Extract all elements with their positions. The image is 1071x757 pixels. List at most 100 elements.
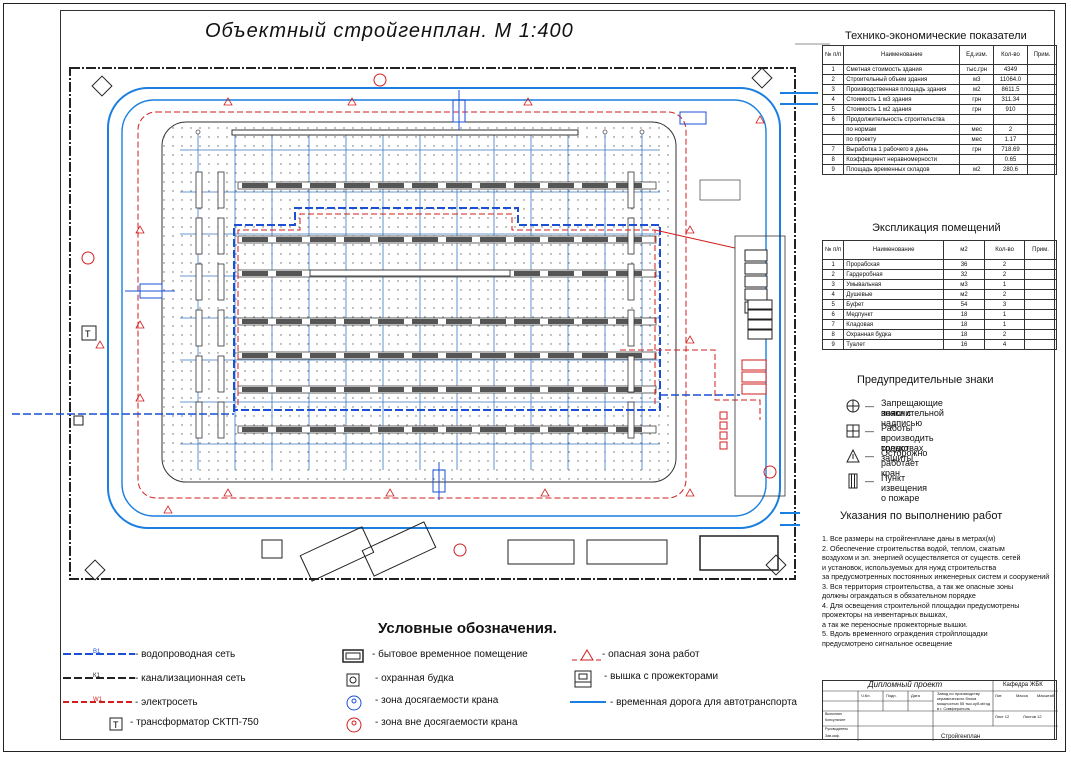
- danger-triangle: [347, 97, 357, 106]
- table-cell: [959, 114, 995, 125]
- flood-tower: [751, 67, 773, 89]
- row-element: [310, 319, 336, 324]
- table-cell: 2: [821, 269, 845, 280]
- row-element: [378, 387, 404, 392]
- table-cell: 6: [821, 309, 845, 320]
- table-header: м2: [942, 240, 986, 260]
- table-cell: 32: [942, 269, 986, 280]
- row-element: [242, 237, 268, 242]
- table-header: № п/п: [821, 45, 845, 65]
- row-element: [378, 237, 404, 242]
- column-row: [627, 309, 635, 347]
- table-cell: 3: [984, 299, 1026, 310]
- table-cell: Коэффициент неравномерности: [843, 154, 961, 165]
- table-cell: 8: [821, 154, 845, 165]
- note-line: прожекторы на инвентарных вышках,: [822, 610, 948, 619]
- row-element: [310, 387, 336, 392]
- legend-label: - зона досягаемости крана: [375, 695, 499, 706]
- table-cell: [1026, 94, 1058, 105]
- row-element: [310, 427, 336, 432]
- row-element: [582, 353, 608, 358]
- table-cell: Кладовая: [843, 319, 944, 330]
- danger-triangle: [540, 488, 550, 497]
- table-cell: мес: [959, 124, 995, 135]
- row-element: [378, 427, 404, 432]
- table-cell: 718.69: [993, 144, 1028, 155]
- table-cell: 5: [821, 104, 845, 115]
- drawing-title: Объектный стройгенплан. М 1:400: [205, 20, 574, 42]
- row-element: [480, 237, 506, 242]
- row-element: [548, 319, 574, 324]
- square-grid-icon: [845, 423, 861, 441]
- row-element: [310, 237, 336, 242]
- table-cell: 2: [984, 259, 1026, 270]
- fire-point: [719, 441, 728, 450]
- table-cell: 4: [821, 94, 845, 105]
- water-symbol-icon: В1: [63, 648, 135, 663]
- table-cell: [1024, 339, 1057, 350]
- grid-bubble: [602, 129, 608, 135]
- row-element: [446, 237, 472, 242]
- table-cell: [1024, 329, 1057, 340]
- water-line-main: [233, 207, 661, 412]
- crane-reach-symbol-icon: [345, 694, 363, 715]
- rooms-title: Экспликация помещений: [872, 222, 1001, 234]
- danger-zone-boundary: [137, 111, 687, 499]
- danger-triangle: [685, 488, 695, 497]
- table-cell: по проекту: [843, 134, 961, 145]
- row-element: [446, 387, 472, 392]
- row-element: [378, 183, 404, 188]
- table-cell: Производственная площадь здания: [843, 84, 961, 95]
- column-row: [195, 401, 203, 439]
- table-cell: Охранная будка: [843, 329, 944, 340]
- table-cell: м3: [942, 279, 986, 290]
- table-cell: 3: [821, 84, 845, 95]
- danger-symbol-icon: [572, 648, 602, 667]
- table-cell: грн: [959, 104, 995, 115]
- tower-symbol-icon: [574, 670, 592, 691]
- column-row: [195, 217, 203, 255]
- row-element: [514, 387, 540, 392]
- table-cell: 7: [821, 144, 845, 155]
- danger-triangle: [223, 97, 233, 106]
- table-cell: Буфет: [843, 299, 944, 310]
- column-row: [217, 309, 225, 347]
- row-element: [242, 353, 268, 358]
- row-element: [276, 319, 302, 324]
- row-element: [310, 183, 336, 188]
- transformer-icon: [81, 325, 97, 341]
- warning-dash: —: [865, 451, 874, 461]
- table-cell: Стоимость 1 м3 здания: [843, 94, 961, 105]
- danger-triangle: [163, 505, 173, 514]
- row-element: [344, 387, 370, 392]
- row-element: [412, 387, 438, 392]
- table-header: Наименование: [843, 240, 944, 260]
- row-element: [514, 237, 540, 242]
- table-cell: Умывальная: [843, 279, 944, 290]
- table-cell: Медпункт: [843, 309, 944, 320]
- warning-text: Осторожно работает кран: [881, 448, 928, 478]
- danger-signs: [95, 97, 765, 514]
- stamp-sign-header: Подп.: [886, 693, 897, 698]
- svg-text:К1: К1: [93, 673, 100, 679]
- table-cell: [1024, 259, 1057, 270]
- row-element: [514, 271, 540, 276]
- table-cell: [1026, 74, 1058, 85]
- row-element: [446, 183, 472, 188]
- table-cell: 4349: [993, 64, 1028, 75]
- table-cell: 1: [984, 319, 1026, 330]
- note-line: 4. Для освещения строительной площадки п…: [822, 600, 1020, 610]
- table-cell: [1024, 299, 1057, 310]
- note-line: а так же переносные прожекторные вышки.: [822, 619, 968, 629]
- column-row: [217, 355, 225, 393]
- danger-triangle: [755, 115, 765, 124]
- row-element: [344, 319, 370, 324]
- crane-top: [452, 90, 466, 130]
- row-element: [412, 427, 438, 432]
- column-row: [627, 217, 635, 255]
- note-line: 5. Вдоль временного ограждения стройплощ…: [822, 629, 988, 638]
- table-cell: 16: [942, 339, 986, 350]
